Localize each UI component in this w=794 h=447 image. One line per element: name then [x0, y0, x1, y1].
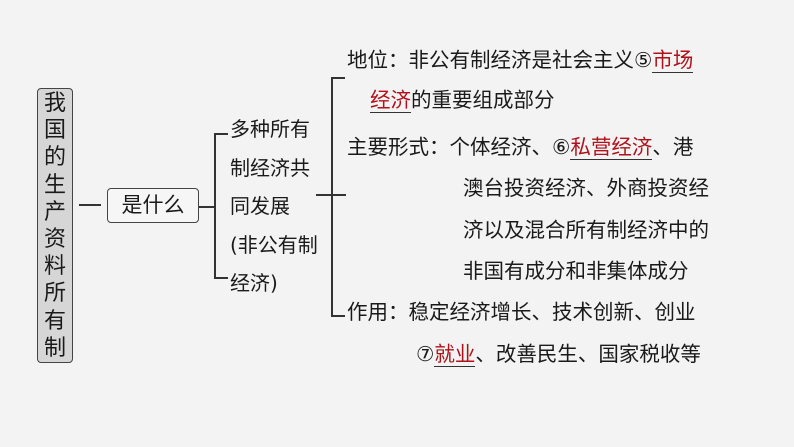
forms-line: 澳台投资经济、外商投资经	[463, 176, 709, 200]
status-line-1: 地位：非公有制经济是社会主义⑤市场	[347, 46, 694, 74]
middle-line: (非公有制	[230, 232, 318, 257]
answer-5a: 市场	[652, 48, 694, 73]
middle-line: 同发展	[230, 194, 290, 218]
answer-6: 私营经济	[570, 135, 653, 160]
forms-line: 非国有成分和非集体成分	[463, 259, 689, 283]
root-char: 资	[43, 227, 66, 253]
role-line-1: 作用：稳定经济增长、技术创新、创业	[347, 300, 696, 324]
status-line-2: 经济的重要组成部分	[370, 86, 555, 114]
role-text: 、改善民生、国家税收等	[475, 342, 701, 366]
root-char: 的	[43, 145, 66, 171]
role-line-2: ⑦就业、改善民生、国家税收等	[416, 340, 701, 368]
bracket-line	[214, 133, 216, 278]
status-text: 地位：非公有制经济是社会主义⑤	[347, 48, 653, 72]
forms-text: 、港	[652, 135, 694, 159]
root-char: 我	[43, 91, 66, 116]
bracket-tick	[214, 133, 228, 135]
answer-7: 就业	[434, 342, 476, 367]
answer-5b: 经济	[370, 88, 411, 113]
root-char: 制	[43, 335, 66, 361]
bracket-tick	[331, 315, 345, 317]
root-char: 所	[43, 281, 66, 307]
root-char: 产	[43, 199, 66, 225]
forms-line-1: 主要形式：个体经济、⑥私营经济、港	[347, 133, 693, 161]
forms-text: 主要形式：个体经济、⑥	[347, 135, 571, 159]
middle-line: 多种所有	[230, 117, 310, 141]
role-number: ⑦	[416, 342, 435, 366]
forms-line: 济以及混合所有制经济中的	[463, 218, 709, 242]
bracket-tick	[331, 77, 345, 79]
node-what-is: 是什么	[107, 188, 199, 223]
bracket-line	[331, 77, 333, 316]
connector-line	[199, 206, 214, 208]
connector-line	[79, 204, 101, 206]
status-text: 的重要组成部分	[411, 88, 555, 112]
root-char: 生	[43, 172, 66, 198]
root-node-ownership: 我 国 的 生 产 资 料 所 有 制	[37, 88, 73, 363]
root-char: 料	[43, 254, 66, 280]
root-char: 有	[43, 308, 66, 334]
middle-line: 制经济共	[230, 155, 310, 180]
bracket-tick	[214, 277, 228, 279]
root-char: 国	[43, 118, 66, 144]
middle-line: 经济)	[230, 271, 278, 295]
middle-node: 多种所有 制经济共 同发展 (非公有制 经济)	[230, 110, 318, 303]
